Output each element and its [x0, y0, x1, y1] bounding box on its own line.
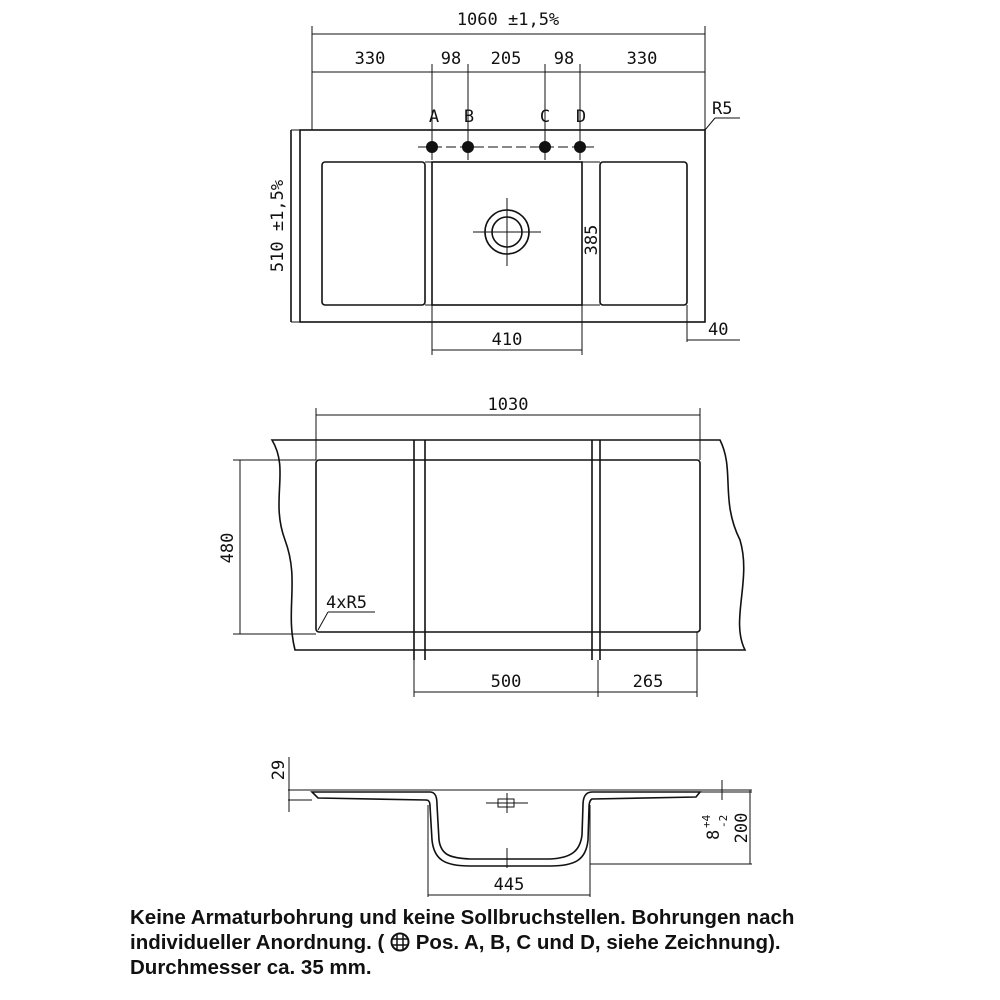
dim-segment: 330 — [355, 49, 386, 69]
radii-label: 4xR5 — [326, 593, 367, 613]
dim-segment: 330 — [627, 49, 658, 69]
hole-label-a: A — [429, 107, 439, 127]
hole-label-c: C — [540, 107, 550, 127]
dim-segment: 205 — [491, 49, 522, 69]
note-line-2b: Pos. A, B, C und D, siehe Zeichnung). — [415, 931, 781, 954]
dim-segment: 98 — [441, 49, 461, 69]
dim-overall-depth: 510 ±1,5% — [268, 180, 288, 272]
dim-segment: 98 — [554, 49, 574, 69]
tolerance-label: 8 +4 -2 — [700, 814, 730, 840]
dim-section-bowl: 445 — [494, 875, 525, 895]
dim-bowl-width: 410 — [492, 330, 523, 350]
tolerance-base: 8 — [704, 830, 724, 840]
dim-cutout-width: 1030 — [488, 395, 529, 415]
dim-cutout-bowl: 500 — [491, 672, 522, 692]
note-line-2a: individueller Anordnung. ( — [130, 931, 385, 954]
globe-hole-icon — [390, 932, 410, 952]
note-text: Keine Armaturbohrung und keine Sollbruch… — [130, 905, 910, 980]
hole-label-d: D — [576, 107, 586, 127]
note-line-1: Keine Armaturbohrung und keine Sollbruch… — [130, 906, 795, 929]
dim-total-height: 200 — [732, 813, 752, 844]
tolerance-minus: -2 — [717, 815, 730, 828]
dim-cutout-drainer: 265 — [633, 672, 664, 692]
section-view: 29 200 8 +4 -2 445 — [269, 757, 752, 897]
cutout-view: 1030 480 4xR5 500 265 — [218, 395, 747, 697]
hole-label-b: B — [464, 107, 474, 127]
dim-rim: 40 — [708, 320, 728, 340]
tap-hole-markers — [418, 141, 594, 153]
dim-overall-width: 1060 ±1,5% — [457, 10, 559, 30]
dim-rim-height: 29 — [269, 760, 289, 780]
dim-cutout-depth: 480 — [218, 533, 238, 564]
dim-bowl-depth: 385 — [582, 225, 602, 256]
note-line-3: Durchmesser ca. 35 mm. — [130, 956, 372, 979]
note-line-2: individueller Anordnung. ( Pos. A, B, C … — [130, 930, 910, 955]
corner-radius-label: R5 — [712, 99, 732, 119]
tolerance-plus: +4 — [700, 814, 713, 828]
drain-icon — [473, 198, 541, 266]
top-view: 1060 ±1,5% 330 98 205 98 330 A B C D 510… — [268, 10, 740, 355]
